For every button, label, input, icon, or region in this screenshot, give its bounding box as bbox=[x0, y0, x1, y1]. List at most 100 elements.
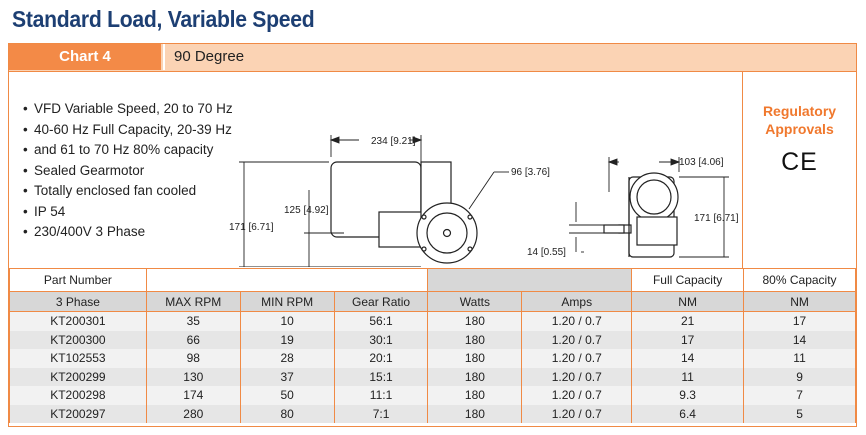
feature-item: and 61 to 70 Hz 80% capacity bbox=[23, 140, 233, 161]
cell-80-nm: 17 bbox=[743, 311, 856, 331]
dim-shaft: 14 [0.55] bbox=[527, 247, 566, 258]
cell-min-rpm: 19 bbox=[239, 330, 335, 349]
dim-shaft-diameter: 96 [3.76] bbox=[511, 167, 550, 178]
chart-label: Chart 4 bbox=[9, 44, 161, 70]
dim-length: 234 [9.21] bbox=[371, 136, 416, 147]
table-header: 3 Phase MAX RPM MIN RPM Gear Ratio Watts… bbox=[9, 291, 856, 312]
header-full-nm: NM bbox=[631, 291, 745, 312]
ce-mark: CE bbox=[781, 148, 818, 176]
feature-item: 230/400V 3 Phase bbox=[23, 222, 233, 243]
cell-max-rpm: 98 bbox=[145, 349, 241, 368]
side-view bbox=[603, 172, 679, 258]
chart-header-divider bbox=[163, 44, 165, 70]
regulatory-title: Regulatory Approvals bbox=[743, 102, 856, 138]
cell-amps: 1.20 / 0.7 bbox=[521, 367, 633, 386]
cell-full-nm: 6.4 bbox=[631, 404, 745, 423]
cell-gear-ratio: 15:1 bbox=[333, 367, 429, 386]
cell-max-rpm: 66 bbox=[145, 330, 241, 349]
cell-full-nm: 11 bbox=[631, 367, 745, 386]
cell-full-nm: 17 bbox=[631, 330, 745, 349]
dim-height-total: 171 [6.71] bbox=[229, 222, 274, 233]
chart-frame: Chart 4 90 Degree VFD Variable Speed, 20… bbox=[8, 43, 857, 427]
page-title: Standard Load, Variable Speed bbox=[12, 6, 315, 32]
cell-max-rpm: 174 bbox=[145, 386, 241, 405]
gearmotor-dimension-drawing: 234 [9.21] 96 [3.76] 171 [6.71] 125 [4.9… bbox=[229, 135, 739, 267]
cell-watts: 180 bbox=[427, 404, 523, 423]
cell-80-nm: 11 bbox=[743, 349, 856, 368]
cell-part-number: KT200297 bbox=[9, 404, 147, 423]
cell-amps: 1.20 / 0.7 bbox=[521, 330, 633, 349]
header-blank-speed bbox=[145, 268, 429, 292]
product-info: VFD Variable Speed, 20 to 70 Hz 40-60 Hz… bbox=[9, 72, 744, 270]
cell-part-number: KT200298 bbox=[9, 386, 147, 405]
table-header-top: Part Number Full Capacity 80% Capacity bbox=[9, 268, 856, 292]
header-80-nm: NM bbox=[743, 291, 856, 312]
cell-gear-ratio: 30:1 bbox=[333, 330, 429, 349]
cell-full-nm: 21 bbox=[631, 311, 745, 331]
cell-watts: 180 bbox=[427, 367, 523, 386]
cell-min-rpm: 80 bbox=[239, 404, 335, 423]
header-min-rpm: MIN RPM bbox=[239, 291, 335, 312]
header-80-capacity: 80% Capacity bbox=[743, 268, 856, 292]
cell-max-rpm: 35 bbox=[145, 311, 241, 331]
cell-amps: 1.20 / 0.7 bbox=[521, 386, 633, 405]
feature-item: 40-60 Hz Full Capacity, 20-39 Hz bbox=[23, 120, 233, 141]
cell-gear-ratio: 20:1 bbox=[333, 349, 429, 368]
cell-80-nm: 5 bbox=[743, 404, 856, 423]
cell-80-nm: 14 bbox=[743, 330, 856, 349]
cell-watts: 180 bbox=[427, 330, 523, 349]
cell-max-rpm: 280 bbox=[145, 404, 241, 423]
chart-header-bar: Chart 4 90 Degree bbox=[9, 44, 856, 72]
header-full-capacity: Full Capacity bbox=[631, 268, 745, 292]
dim-height-center: 125 [4.92] bbox=[284, 205, 329, 216]
cell-part-number: KT200299 bbox=[9, 367, 147, 386]
spec-table: Part Number Full Capacity 80% Capacity 3… bbox=[9, 268, 856, 423]
regulatory-title-line2: Approvals bbox=[765, 121, 834, 137]
feature-item: Totally enclosed fan cooled bbox=[23, 181, 233, 202]
header-watts: Watts bbox=[427, 291, 523, 312]
cell-min-rpm: 37 bbox=[239, 367, 335, 386]
cell-gear-ratio: 7:1 bbox=[333, 404, 429, 423]
feature-item: VFD Variable Speed, 20 to 70 Hz bbox=[23, 99, 233, 120]
cell-min-rpm: 10 bbox=[239, 311, 335, 331]
chart-orientation: 90 Degree bbox=[174, 48, 245, 65]
header-gear-ratio: Gear Ratio bbox=[333, 291, 429, 312]
dim-side-height: 171 [6.71] bbox=[694, 213, 739, 224]
cell-max-rpm: 130 bbox=[145, 367, 241, 386]
dim-side-width: 103 [4.06] bbox=[679, 157, 724, 168]
cell-full-nm: 9.3 bbox=[631, 386, 745, 405]
cell-min-rpm: 50 bbox=[239, 386, 335, 405]
cell-part-number: KT102553 bbox=[9, 349, 147, 368]
cell-gear-ratio: 56:1 bbox=[333, 311, 429, 331]
header-part-number: Part Number bbox=[9, 268, 147, 292]
cell-watts: 180 bbox=[427, 386, 523, 405]
feature-list: VFD Variable Speed, 20 to 70 Hz 40-60 Hz… bbox=[23, 99, 233, 243]
cell-gear-ratio: 11:1 bbox=[333, 386, 429, 405]
feature-item: Sealed Gearmotor bbox=[23, 161, 233, 182]
flange-circle bbox=[416, 202, 478, 264]
front-dimensions bbox=[239, 135, 509, 267]
cell-80-nm: 9 bbox=[743, 367, 856, 386]
cell-watts: 180 bbox=[427, 311, 523, 331]
cell-part-number: KT200300 bbox=[9, 330, 147, 349]
cell-80-nm: 7 bbox=[743, 386, 856, 405]
header-max-rpm: MAX RPM bbox=[145, 291, 241, 312]
regulatory-approvals: Regulatory Approvals CE bbox=[742, 72, 856, 270]
cell-amps: 1.20 / 0.7 bbox=[521, 349, 633, 368]
cell-full-nm: 14 bbox=[631, 349, 745, 368]
cell-min-rpm: 28 bbox=[239, 349, 335, 368]
regulatory-title-line1: Regulatory bbox=[762, 103, 837, 119]
cell-watts: 180 bbox=[427, 349, 523, 368]
cell-amps: 1.20 / 0.7 bbox=[521, 311, 633, 331]
header-phase: 3 Phase bbox=[9, 291, 147, 312]
cell-part-number: KT200301 bbox=[9, 311, 147, 331]
feature-item: IP 54 bbox=[23, 202, 233, 223]
side-dimensions bbox=[569, 157, 729, 258]
